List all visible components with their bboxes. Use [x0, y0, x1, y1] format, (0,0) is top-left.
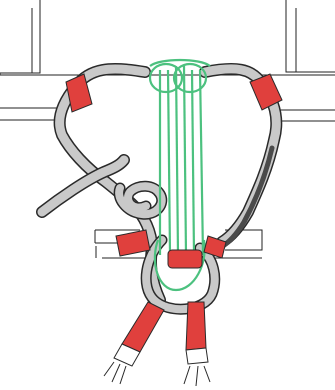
- right-leg-sleeve: [186, 302, 206, 350]
- center-sleeve: [168, 250, 202, 268]
- right-end-tie: [186, 348, 208, 364]
